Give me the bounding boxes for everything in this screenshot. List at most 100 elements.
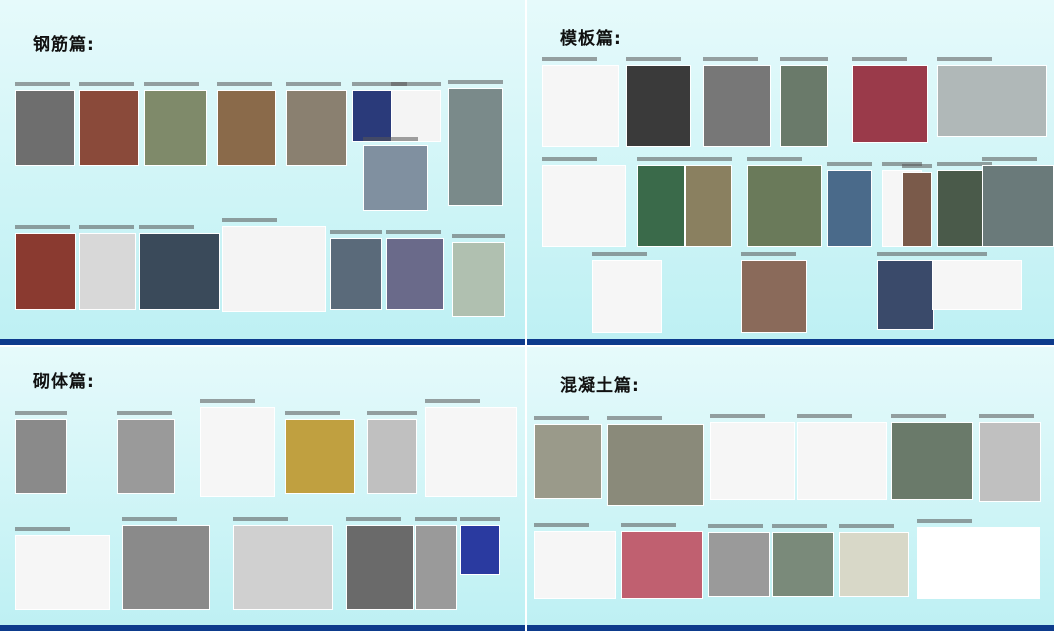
photo-caption-mark	[891, 414, 946, 418]
construction-photo	[621, 531, 703, 599]
construction-photo	[917, 527, 1040, 599]
construction-photo	[747, 165, 822, 247]
construction-photo	[703, 65, 771, 147]
construction-photo	[200, 407, 275, 497]
construction-photo	[15, 90, 75, 166]
panel-title: 模板篇:	[560, 29, 622, 49]
construction-photo	[346, 525, 414, 610]
construction-photo	[330, 238, 382, 310]
construction-photo	[982, 165, 1054, 247]
construction-photo	[626, 65, 691, 147]
photo-caption-mark	[363, 137, 418, 141]
construction-photo	[286, 90, 347, 166]
photo-caption-mark	[592, 252, 647, 256]
divider-bar	[527, 339, 1054, 345]
photo-caption-mark	[607, 416, 662, 420]
construction-photo	[607, 424, 704, 506]
photo-caption-mark	[200, 399, 255, 403]
construction-photo	[425, 407, 517, 497]
photo-caption-mark	[852, 57, 907, 61]
photo-caption-mark	[346, 517, 401, 521]
construction-photo	[217, 90, 276, 166]
construction-photo	[891, 422, 973, 500]
photo-caption-mark	[460, 517, 500, 521]
photo-caption-mark	[391, 82, 441, 86]
construction-photo	[15, 419, 67, 494]
photo-caption-mark	[917, 519, 972, 523]
construction-photo	[122, 525, 210, 610]
construction-photo	[772, 532, 834, 597]
construction-photo	[685, 165, 732, 247]
construction-photo	[979, 422, 1041, 502]
photo-caption-mark	[827, 162, 872, 166]
photo-caption-mark	[780, 57, 828, 61]
construction-photo	[592, 260, 662, 333]
construction-photo	[710, 422, 795, 500]
photo-caption-mark	[747, 157, 802, 161]
construction-photo	[139, 233, 220, 310]
photo-caption-mark	[15, 527, 70, 531]
photo-caption-mark	[117, 411, 172, 415]
construction-photo	[391, 90, 441, 142]
photo-caption-mark	[982, 157, 1037, 161]
photo-caption-mark	[386, 230, 441, 234]
divider-bar	[0, 339, 525, 345]
photo-caption-mark	[937, 162, 992, 166]
construction-photo	[902, 172, 932, 247]
photo-caption-mark	[79, 82, 134, 86]
divider-bar	[0, 625, 525, 631]
photo-caption-mark	[217, 82, 272, 86]
construction-photo	[827, 170, 872, 247]
construction-photo	[386, 238, 444, 310]
photo-caption-mark	[741, 252, 796, 256]
photo-caption-mark	[452, 234, 505, 238]
construction-photo	[117, 419, 175, 494]
construction-photo	[542, 165, 626, 247]
panel-title: 混凝土篇:	[560, 376, 640, 396]
photo-caption-mark	[932, 252, 987, 256]
photo-caption-mark	[233, 517, 288, 521]
construction-photo	[363, 145, 428, 211]
photo-caption-mark	[352, 82, 407, 86]
construction-photo	[452, 242, 505, 317]
photo-caption-mark	[542, 157, 597, 161]
construction-photo	[448, 88, 503, 206]
photo-caption-mark	[937, 57, 992, 61]
photo-caption-mark	[626, 57, 681, 61]
photo-caption-mark	[144, 82, 199, 86]
photo-caption-mark	[902, 164, 932, 168]
photo-caption-mark	[222, 218, 277, 222]
photo-caption-mark	[708, 524, 763, 528]
photo-caption-mark	[839, 524, 894, 528]
photo-caption-mark	[330, 230, 382, 234]
panel-title: 砌体篇:	[33, 372, 95, 392]
photo-caption-mark	[79, 225, 134, 229]
construction-photo	[797, 422, 887, 500]
construction-photo	[79, 233, 136, 310]
construction-photo	[932, 260, 1022, 310]
construction-photo	[534, 424, 602, 499]
photo-caption-mark	[415, 517, 457, 521]
construction-photo	[79, 90, 139, 166]
photo-caption-mark	[15, 82, 70, 86]
photo-caption-mark	[772, 524, 827, 528]
construction-photo	[144, 90, 207, 166]
divider-bar	[527, 625, 1054, 631]
construction-photo	[708, 532, 770, 597]
photo-caption-mark	[877, 252, 932, 256]
panel-concrete: 混凝土篇:	[527, 347, 1054, 631]
panel-title: 钢筋篇:	[33, 35, 95, 55]
photo-caption-mark	[15, 225, 70, 229]
construction-photo	[460, 525, 500, 575]
photo-caption-mark	[797, 414, 852, 418]
construction-photo	[637, 165, 685, 247]
panel-masonry: 砌体篇:	[0, 347, 525, 631]
construction-photo	[741, 260, 807, 333]
construction-photo	[285, 419, 355, 494]
construction-photo	[534, 531, 616, 599]
construction-photo	[15, 233, 76, 310]
construction-photo	[877, 260, 934, 330]
construction-photo	[15, 535, 110, 610]
photo-caption-mark	[534, 523, 589, 527]
photo-caption-mark	[286, 82, 341, 86]
